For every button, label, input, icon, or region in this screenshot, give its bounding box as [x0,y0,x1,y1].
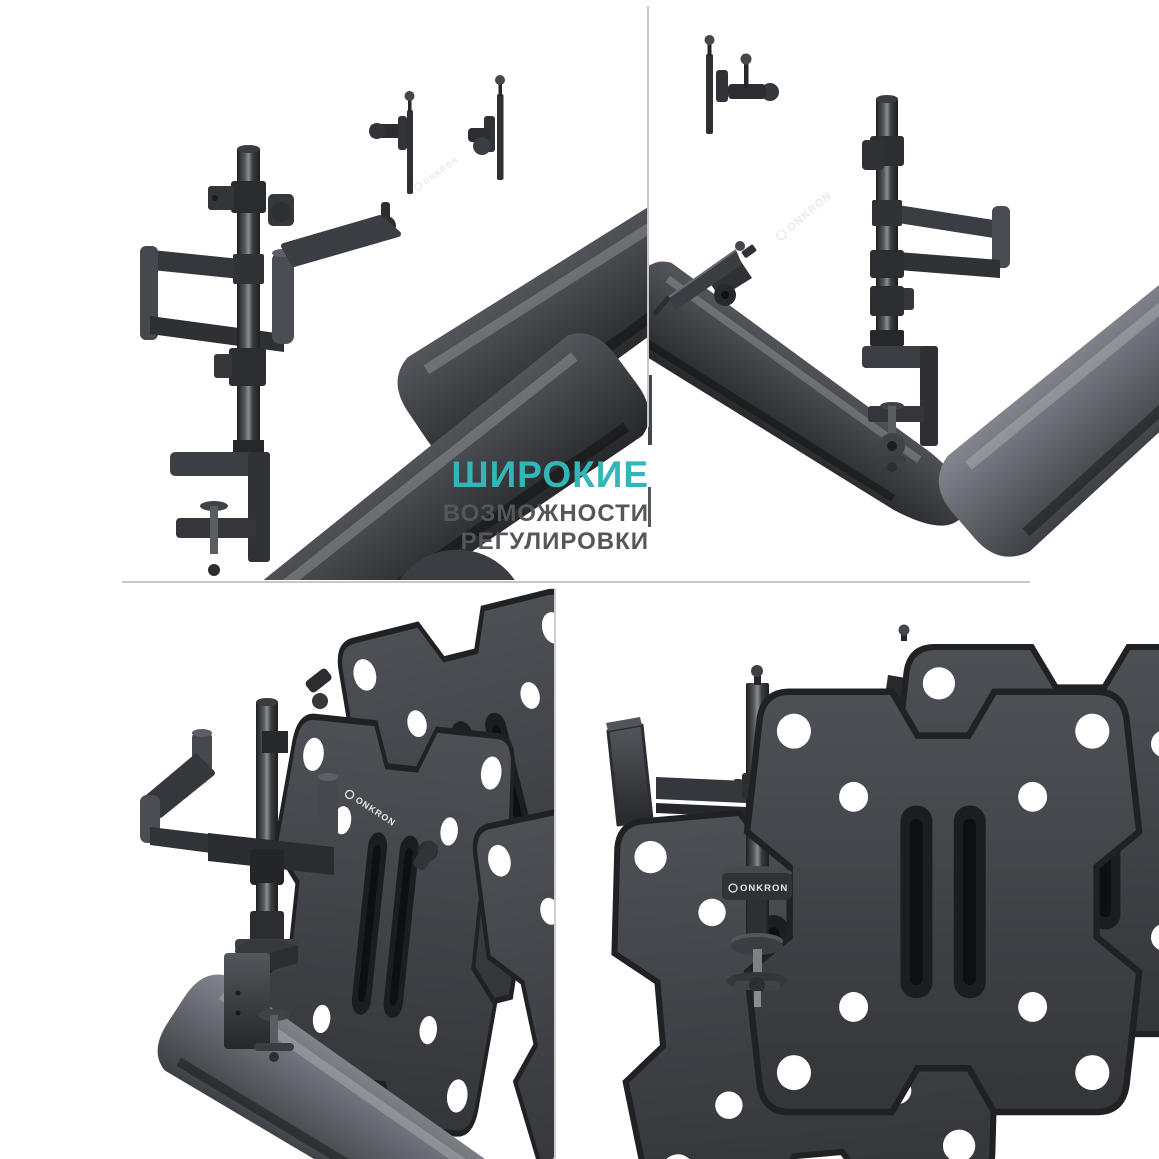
gas-spring-arm-left [268,42,648,478]
divider-top-vertical [647,6,649,427]
divider-bottom-vertical [554,588,556,1159]
grommet-base [727,900,787,1007]
svg-text:ONKRON: ONKRON [785,189,834,234]
headline-accent-line: ШИРОКИЕ [451,454,649,495]
zigzag-linkage [898,205,1010,278]
vesa-plate-right [895,624,1159,1035]
vesa-plate-side [704,35,715,134]
vesa-plate-tilted [652,241,757,317]
vesa-plate-side [404,91,415,194]
hub-collar: ONKRON [722,866,792,900]
hub-and-clamp [208,833,334,1062]
desk-clamp [170,440,648,580]
svg-text:ONKRON: ONKRON [740,883,788,894]
product-image-dual-mount-folded: ONKRON [648,35,1159,580]
vesa-plate-side [495,75,505,180]
upper-arm-to-left-head [648,35,989,554]
divider-horizontal [122,581,1030,583]
vesa-plate-center [747,692,1139,1112]
photo-edge-sliver [648,487,651,527]
onkron-logo: ONKRON [776,189,834,241]
headline-line2: ВОЗМОЖНОСТИ [442,500,649,527]
photo-edge-sliver [648,375,652,445]
headline-block: ШИРОКИЕ ВОЗМОЖНОСТИ РЕГУЛИРОВКИ [443,456,649,556]
product-image-triple-mount-front: ONKRON [556,624,1159,1159]
product-image-dual-mount-extended: ONKRON [140,0,648,580]
product-image-triple-mount-angle: ONKRON [140,583,555,1159]
desk-pole [208,145,266,460]
left-arm [606,717,746,827]
svg-text:ONKRON: ONKRON [422,155,461,187]
headline-line3: РЕГУЛИРОВКИ [460,528,649,556]
onkron-logo: ONKRON [728,883,788,894]
zigzag-linkage [140,246,294,352]
onkron-logo: ONKRON [414,155,461,191]
desk-clamp [862,330,938,472]
